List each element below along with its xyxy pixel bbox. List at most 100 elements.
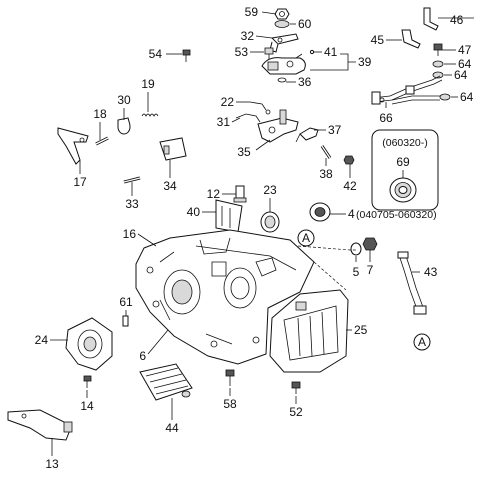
callout-24: 24 bbox=[35, 333, 49, 347]
part-4-oil-seal bbox=[309, 202, 331, 222]
part-34-bracket bbox=[159, 137, 187, 161]
callout-47: 47 bbox=[458, 43, 472, 57]
callout-44: 44 bbox=[165, 421, 179, 435]
part-52-bolt bbox=[291, 381, 301, 394]
callout-37: 37 bbox=[328, 123, 342, 137]
callout-22: 22 bbox=[221, 95, 235, 109]
part-23-oil-seal bbox=[260, 211, 280, 233]
part-33-pin bbox=[123, 176, 141, 184]
ref-marker-a-upper-label: A bbox=[302, 231, 310, 245]
callout-30: 30 bbox=[117, 93, 131, 107]
part-30-bushing bbox=[117, 117, 131, 135]
callout-66: 66 bbox=[379, 111, 393, 125]
ref-marker-a-lower bbox=[413, 333, 431, 351]
callout-45: 45 bbox=[371, 33, 385, 47]
part-60-washer bbox=[274, 20, 290, 28]
callout-14: 14 bbox=[80, 399, 94, 413]
callout-53: 53 bbox=[235, 45, 249, 59]
callout-39: 39 bbox=[358, 55, 372, 69]
callout-52: 52 bbox=[289, 405, 303, 419]
part-17-detent-lever bbox=[57, 127, 89, 165]
part-37-sensor bbox=[295, 127, 319, 143]
callout-6: 6 bbox=[139, 349, 146, 363]
date-box-note: (060320-) bbox=[382, 137, 428, 149]
part-58-bolt bbox=[225, 369, 235, 386]
part-39-bracket bbox=[261, 53, 306, 75]
part-19-spring bbox=[141, 113, 159, 117]
part-22-rod bbox=[249, 101, 271, 115]
part-54-bolt bbox=[182, 49, 191, 62]
part-59-nut bbox=[274, 8, 290, 20]
part-46-bracket bbox=[423, 7, 439, 31]
callout-41: 41 bbox=[324, 45, 338, 59]
part-45-bracket bbox=[401, 29, 421, 49]
callout-19: 19 bbox=[141, 77, 155, 91]
part-24-cover bbox=[65, 317, 113, 371]
part-31-manual-rod bbox=[235, 113, 261, 123]
callout-46: 46 bbox=[450, 13, 464, 27]
date-box bbox=[371, 129, 439, 211]
callout-35: 35 bbox=[237, 145, 251, 159]
guide-line-pan bbox=[313, 261, 347, 291]
part-12-pulse-generator bbox=[233, 185, 247, 203]
part-41-pin bbox=[309, 49, 315, 55]
callout-13: 13 bbox=[45, 457, 59, 471]
part-13-bracket bbox=[7, 409, 73, 441]
part-64-o-ring-c bbox=[439, 93, 451, 101]
callout-5: 5 bbox=[353, 265, 360, 279]
part-7-plug bbox=[362, 237, 378, 251]
part-61-pin bbox=[122, 315, 129, 327]
callout-labels: 59 60 32 53 54 41 39 46 45 47 64 64 64 6… bbox=[35, 5, 474, 471]
callout-32: 32 bbox=[241, 29, 255, 43]
date-range-note: (040705-060320) bbox=[356, 209, 437, 221]
callout-18: 18 bbox=[93, 107, 107, 121]
leader-lines bbox=[50, 11, 474, 456]
part-16-transaxle-case bbox=[135, 229, 315, 365]
callout-64-b: 64 bbox=[454, 68, 468, 82]
callout-34: 34 bbox=[163, 179, 177, 193]
ref-marker-a-upper bbox=[297, 229, 315, 247]
part-40-bracket bbox=[215, 199, 243, 233]
callout-64-c: 64 bbox=[460, 90, 474, 104]
part-69-oil-seal bbox=[389, 177, 417, 203]
callout-40: 40 bbox=[187, 205, 201, 219]
part-5-washer bbox=[350, 242, 362, 256]
part-42-nut bbox=[343, 155, 355, 165]
part-64-o-ring-a bbox=[432, 60, 444, 68]
callout-17: 17 bbox=[73, 175, 87, 189]
part-36-clip bbox=[277, 77, 287, 83]
callout-60: 60 bbox=[298, 17, 312, 31]
callout-43: 43 bbox=[424, 265, 438, 279]
part-32-lever bbox=[269, 33, 299, 53]
part-35-manual-valve-lever bbox=[257, 109, 299, 143]
callout-33: 33 bbox=[125, 197, 139, 211]
callout-59: 59 bbox=[245, 5, 259, 19]
callout-38: 38 bbox=[319, 167, 333, 181]
callout-42: 42 bbox=[343, 179, 357, 193]
part-38-pin bbox=[320, 145, 332, 159]
callout-23: 23 bbox=[263, 183, 277, 197]
callout-54: 54 bbox=[149, 47, 163, 61]
callout-4: 4 bbox=[348, 207, 355, 221]
part-47-bolt bbox=[433, 43, 443, 56]
callout-25: 25 bbox=[354, 323, 368, 337]
part-66-oil-cooler-pipe bbox=[371, 75, 443, 105]
part-18-pin bbox=[95, 136, 109, 146]
callout-7: 7 bbox=[367, 263, 374, 277]
part-64-o-ring-b bbox=[432, 71, 444, 79]
callout-64-a: 64 bbox=[458, 57, 472, 71]
callout-36: 36 bbox=[298, 75, 312, 89]
callout-69: 69 bbox=[396, 155, 410, 169]
part-14-bolt bbox=[83, 375, 92, 388]
callout-16: 16 bbox=[123, 227, 137, 241]
guide-line-plug bbox=[297, 245, 356, 251]
part-25-oil-pan bbox=[269, 289, 349, 373]
callout-58: 58 bbox=[223, 397, 237, 411]
callout-61: 61 bbox=[119, 295, 133, 309]
ref-marker-a-lower-label: A bbox=[418, 335, 426, 349]
callout-31: 31 bbox=[217, 115, 231, 129]
part-43-oil-filler-tube bbox=[397, 251, 427, 315]
part-44-oil-filter bbox=[139, 363, 193, 401]
